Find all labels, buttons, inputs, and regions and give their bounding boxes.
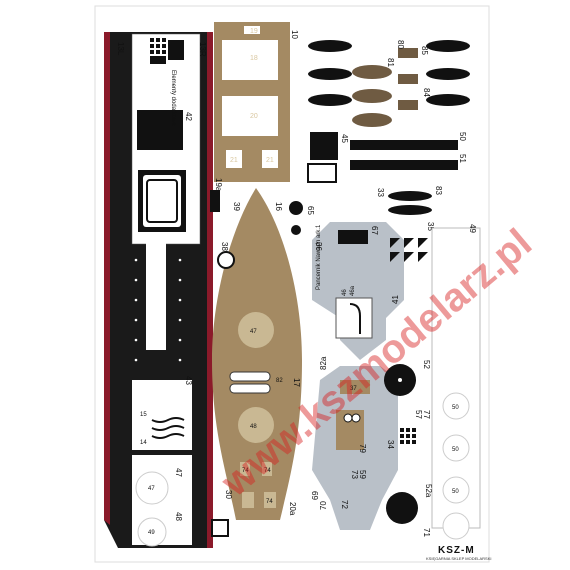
label-16: 16: [274, 202, 283, 211]
label-46: 46: [342, 289, 348, 296]
label-38: 38: [220, 242, 229, 251]
deck-label-20: 20: [250, 113, 258, 120]
label-67: 67: [370, 226, 379, 235]
caption-extra-parts: Elementy dodatkowe: [170, 70, 176, 126]
label-49: 49: [468, 224, 477, 233]
disc-label-49: 49: [148, 530, 155, 536]
label-79: 79: [358, 444, 367, 453]
disc-52-hole: [398, 378, 402, 382]
label-17: 17: [292, 378, 301, 387]
label-65: 65: [306, 206, 315, 215]
label-13L: 13L: [116, 42, 125, 56]
brand-name: KSZ-M: [438, 545, 475, 556]
deck-label-74a: 74: [242, 468, 249, 474]
label-71: 71: [422, 528, 431, 537]
label-73: 73: [350, 470, 359, 479]
label-42: 42: [184, 112, 193, 121]
disc-label-50b: 50: [452, 447, 459, 453]
label-52a: 52a: [424, 484, 433, 498]
label-80: 80: [396, 40, 405, 49]
deck-label-47: 47: [250, 329, 257, 335]
label-48: 48: [174, 512, 183, 521]
label-84: 84: [422, 88, 431, 97]
deck-label-21a: 21: [230, 157, 238, 164]
label-39: 39: [232, 202, 241, 211]
small-parts: [210, 190, 303, 269]
label-43: 43: [184, 376, 193, 385]
label-20a: 20a: [288, 502, 297, 516]
caption-ship-name: Pancernik Nawarin ark.1: [316, 224, 322, 290]
disc-50b: [442, 434, 470, 462]
label-72: 72: [340, 500, 349, 509]
disc-label-47: 47: [148, 486, 155, 492]
label-50: 50: [458, 132, 467, 141]
label-33: 33: [376, 188, 385, 197]
hull-side-strip: [104, 32, 213, 548]
disc-50d: [442, 512, 470, 540]
main-deck-part: [212, 188, 302, 520]
label-83: 83: [434, 186, 443, 195]
boat-83b: [388, 205, 432, 215]
label-34: 34: [386, 440, 395, 449]
label-36: 36: [314, 242, 323, 251]
label-10: 10: [290, 30, 299, 39]
lower-superstructure: [312, 366, 398, 530]
label-15: 15: [140, 412, 147, 418]
deck-label-74c: 74: [266, 499, 273, 505]
bracket-part: [211, 519, 229, 537]
label-47: 47: [174, 468, 183, 477]
label-30: 30: [224, 490, 233, 499]
label-51: 51: [458, 154, 467, 163]
label-85: 85: [420, 46, 429, 55]
label-82a: 82a: [319, 356, 328, 370]
label-41: 41: [391, 295, 400, 304]
grey-superstructure: [312, 222, 404, 360]
upper-deck-part: [214, 22, 290, 182]
part-45: [310, 132, 338, 160]
disc-50c: [442, 476, 470, 504]
disc-label-50a: 50: [452, 405, 459, 411]
disc-50a: [442, 392, 470, 420]
disc-label-50c: 50: [452, 489, 459, 495]
label-35: 35: [426, 222, 435, 231]
deck-label-37: 37: [350, 386, 357, 392]
portholes-34: [400, 428, 416, 444]
label-13R: 13R: [198, 42, 207, 57]
label-69: 69: [311, 491, 320, 500]
label-46a: 46a: [350, 285, 356, 296]
deck-label-21b: 21: [266, 157, 274, 164]
label-81: 81: [386, 58, 395, 67]
strip-51: [350, 160, 458, 170]
boats-group: [308, 40, 470, 127]
label-14: 14: [140, 440, 147, 446]
label-19a: 19a: [214, 178, 223, 192]
label-70: 70: [319, 501, 328, 510]
brand-subtitle: KSIĘGARNIA SKLEP MODELARSKI: [426, 556, 492, 561]
part-frame: [307, 163, 337, 183]
brand-logo: KSZ-M KSIĘGARNIA SKLEP MODELARSKI: [426, 545, 492, 561]
boat-83a: [388, 191, 432, 201]
deck-label-19: 19: [250, 28, 258, 35]
label-77: 77: [422, 410, 431, 419]
deck-label-74b: 74: [264, 468, 271, 474]
label-52: 52: [422, 360, 431, 369]
deck-label-18: 18: [250, 55, 258, 62]
flags-35: [390, 238, 428, 262]
label-45: 45: [340, 134, 349, 143]
label-57: 57: [414, 410, 423, 419]
disc-52a: [386, 492, 418, 524]
deck-label-48: 48: [250, 424, 257, 430]
deck-label-82: 82: [276, 378, 283, 384]
label-59: 59: [358, 470, 367, 479]
strip-50: [350, 140, 458, 150]
